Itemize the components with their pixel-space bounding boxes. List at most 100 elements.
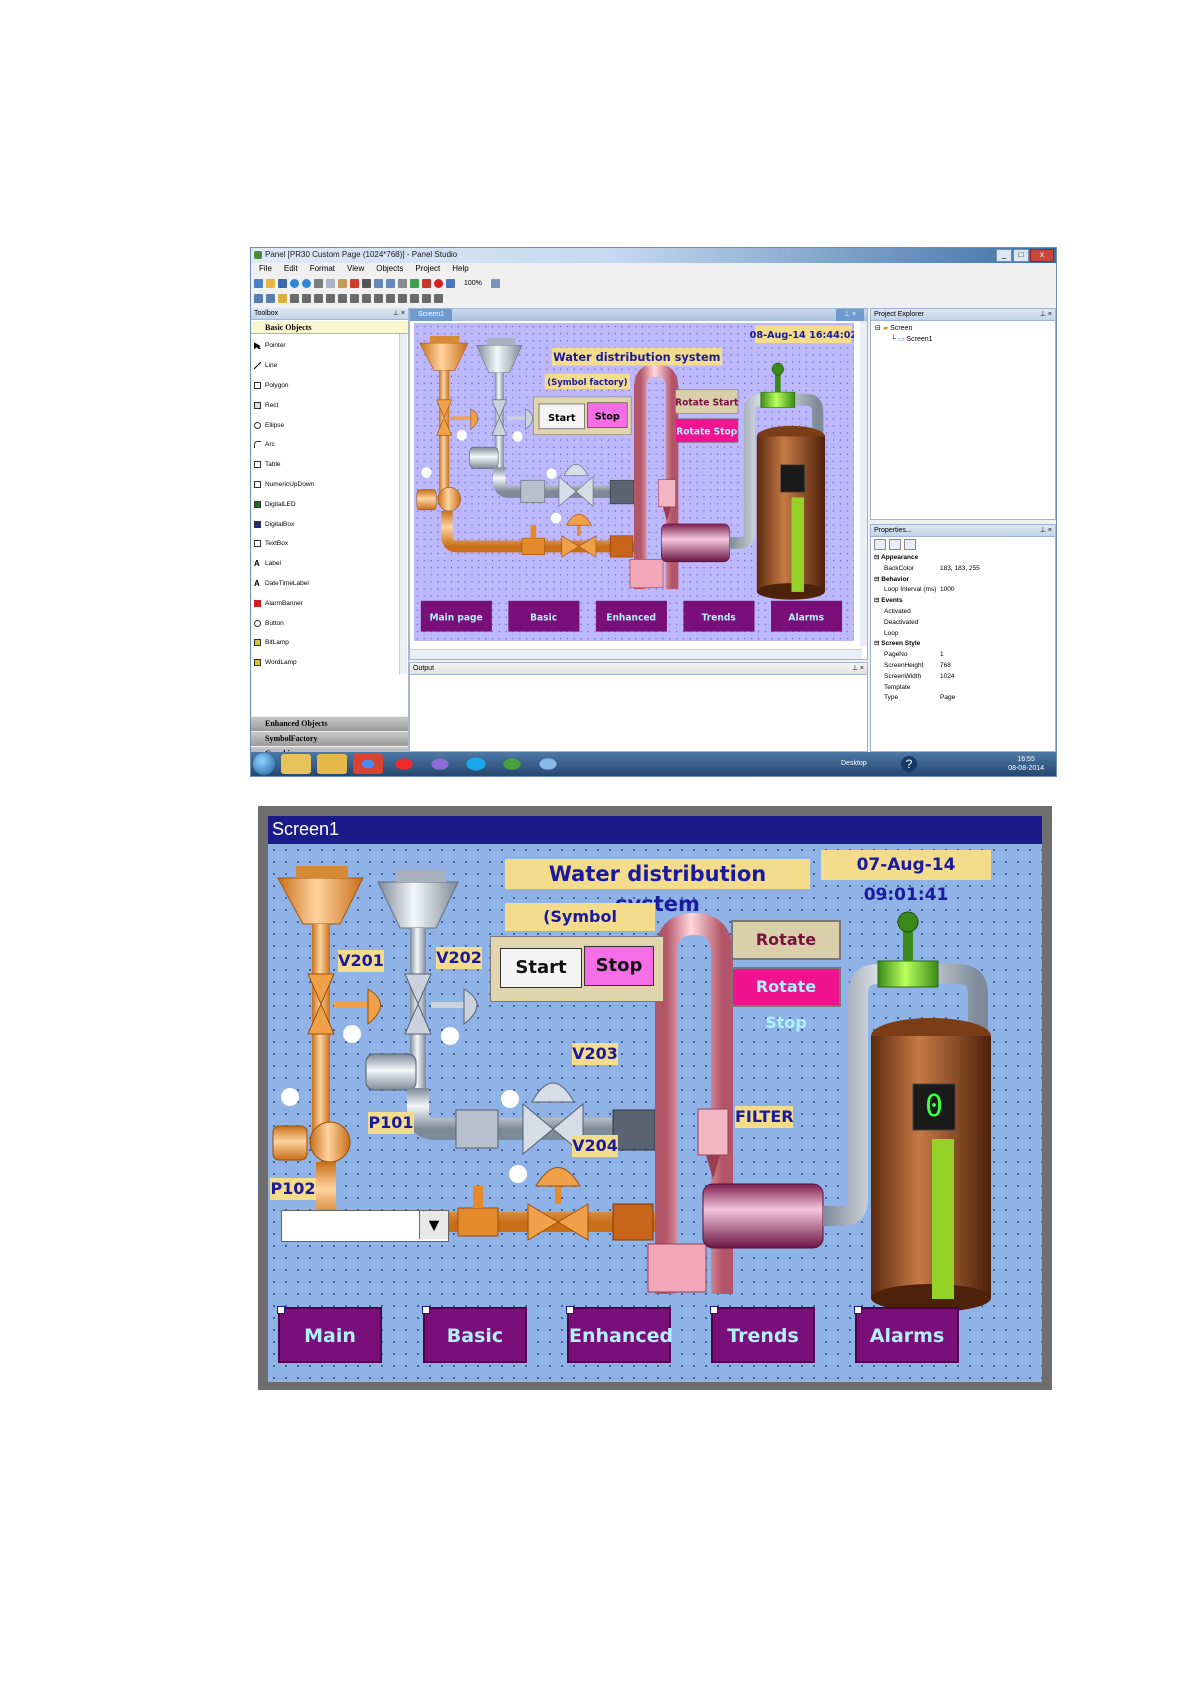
toolbox-item[interactable]: BitLamp	[251, 633, 398, 653]
close-button[interactable]: x	[1030, 249, 1054, 262]
lock-icon[interactable]	[278, 293, 287, 303]
enhanced-objects-section[interactable]: Enhanced Objects	[251, 716, 408, 731]
download-icon[interactable]	[446, 278, 455, 288]
menu-edit[interactable]: Edit	[283, 264, 298, 273]
chrome-app-icon[interactable]	[353, 754, 383, 774]
grid-icon[interactable]	[490, 278, 500, 288]
globe-icon[interactable]	[290, 278, 299, 288]
menu-file[interactable]: File	[259, 264, 272, 273]
explorer-app-icon[interactable]	[281, 754, 311, 774]
property-row[interactable]: Template	[884, 683, 911, 691]
distribute-h-icon[interactable]	[326, 293, 335, 303]
nav-enhanced-button[interactable]: Enhanced	[566, 1306, 673, 1363]
dropdown-arrow-icon[interactable]: ▼	[419, 1211, 448, 1239]
toolbox-item[interactable]: TextBox	[251, 534, 398, 554]
zoom-level[interactable]: 100%	[464, 279, 482, 287]
thumb-nav-alarms[interactable]	[771, 600, 843, 632]
toolbox-item[interactable]: Ellipse	[251, 415, 398, 435]
rotate-start-button[interactable]: Rotate Start	[731, 920, 841, 985]
menu-help[interactable]: Help	[452, 264, 469, 273]
toolbox-item[interactable]: Button	[251, 613, 398, 633]
align-top-icon[interactable]	[290, 293, 299, 303]
run-icon[interactable]	[410, 278, 419, 288]
property-row[interactable]: Deactivated	[884, 618, 919, 626]
alphabetical-icon[interactable]	[889, 539, 901, 550]
paste-icon[interactable]	[338, 278, 347, 288]
nav-main-page-button[interactable]: Main page	[277, 1306, 382, 1382]
toolbox-item[interactable]: DigitalLED	[251, 494, 398, 514]
property-row[interactable]: ⊟ Screen Style	[874, 640, 921, 648]
eclipse-app-icon[interactable]	[425, 754, 455, 774]
nav-basic-button[interactable]: Basic	[422, 1306, 527, 1363]
screen-thumbnail[interactable]: 08-Aug-14 16:44:02 Water distribution sy…	[414, 323, 854, 641]
copy-icon[interactable]	[326, 278, 335, 288]
save-icon[interactable]	[278, 278, 287, 288]
group-icon[interactable]	[398, 293, 407, 303]
menu-view[interactable]: View	[347, 264, 365, 273]
align-center-icon[interactable]	[266, 293, 275, 303]
minimize-button[interactable]: _	[996, 249, 1012, 262]
thumb-rotate-start-button[interactable]	[675, 389, 739, 414]
basic-objects-section[interactable]: Basic Objects	[251, 321, 408, 334]
same-width-icon[interactable]	[350, 293, 359, 303]
tree-node-screen[interactable]: ⊟ ▰ Screen	[875, 325, 913, 332]
rotate-stop-button[interactable]: Rotate Stop	[731, 967, 841, 1032]
flip-icon[interactable]	[422, 293, 431, 303]
toolbox-item[interactable]: DigitalBox	[251, 514, 398, 534]
paint-app-icon[interactable]	[533, 754, 563, 774]
categorized-icon[interactable]	[874, 539, 886, 550]
toolbox-item[interactable]: Arc	[251, 435, 398, 455]
system-clock[interactable]: 16:55 08-08-2014	[1008, 755, 1044, 773]
doc-vscrollbar[interactable]	[860, 321, 867, 646]
stop-button[interactable]: Stop	[584, 946, 654, 986]
thumb-rotate-stop-button[interactable]	[675, 418, 739, 443]
open-icon[interactable]	[266, 278, 275, 288]
toolbox-item[interactable]: Table	[251, 455, 398, 475]
property-row[interactable]: ⊟ Events	[874, 597, 903, 605]
property-row[interactable]: ⊟ Behavior	[874, 575, 910, 583]
pin-icon[interactable]: ⊥ ×	[392, 310, 405, 317]
toolbox-item[interactable]: AlarmBanner	[251, 593, 398, 613]
folder-app-icon[interactable]	[317, 754, 347, 774]
start-button[interactable]: Start	[500, 948, 582, 988]
screen2-icon[interactable]	[386, 278, 395, 288]
output-pin-icon[interactable]: ⊥ ×	[851, 665, 864, 672]
desktop-toolbar[interactable]: Desktop	[841, 760, 867, 767]
maximize-button[interactable]: □	[1013, 249, 1029, 262]
rotate-icon[interactable]	[434, 293, 443, 303]
thumb-nav-main[interactable]	[420, 600, 492, 632]
start-button[interactable]	[253, 753, 275, 775]
toolbox-item[interactable]: Polygon	[251, 376, 398, 396]
cut-icon[interactable]	[314, 278, 323, 288]
thumb-stop-button[interactable]	[587, 402, 628, 428]
panel-studio-app-icon[interactable]	[497, 754, 527, 774]
align-bottom-icon[interactable]	[314, 293, 323, 303]
send-back-icon[interactable]	[386, 293, 395, 303]
doc-hscrollbar[interactable]	[410, 649, 862, 659]
ungroup-icon[interactable]	[410, 293, 419, 303]
build-icon[interactable]	[398, 278, 407, 288]
same-height-icon[interactable]	[362, 293, 371, 303]
thumb-nav-trends[interactable]	[683, 600, 755, 632]
property-row[interactable]: Activated	[884, 607, 911, 615]
stop-icon[interactable]	[434, 278, 443, 288]
nav-trends-button[interactable]: Trends	[710, 1306, 815, 1363]
toolbox-item[interactable]: Line	[251, 356, 398, 376]
screen-icon[interactable]	[374, 278, 383, 288]
toolbox-item[interactable]: NumericUpDown	[251, 475, 398, 495]
thumb-start-button[interactable]	[538, 403, 585, 430]
nav-alarms-button[interactable]: Alarms	[854, 1306, 959, 1363]
tab-screen1[interactable]: Screen1	[410, 309, 453, 321]
project-explorer-pin-icon[interactable]: ⊥ ×	[1039, 311, 1052, 318]
symbolfactory-section[interactable]: SymbolFactory	[251, 731, 408, 746]
menu-format[interactable]: Format	[309, 264, 336, 273]
dropdown-select[interactable]: ▼	[281, 1210, 449, 1242]
globe2-icon[interactable]	[302, 278, 311, 288]
skype-app-icon[interactable]	[461, 754, 491, 774]
